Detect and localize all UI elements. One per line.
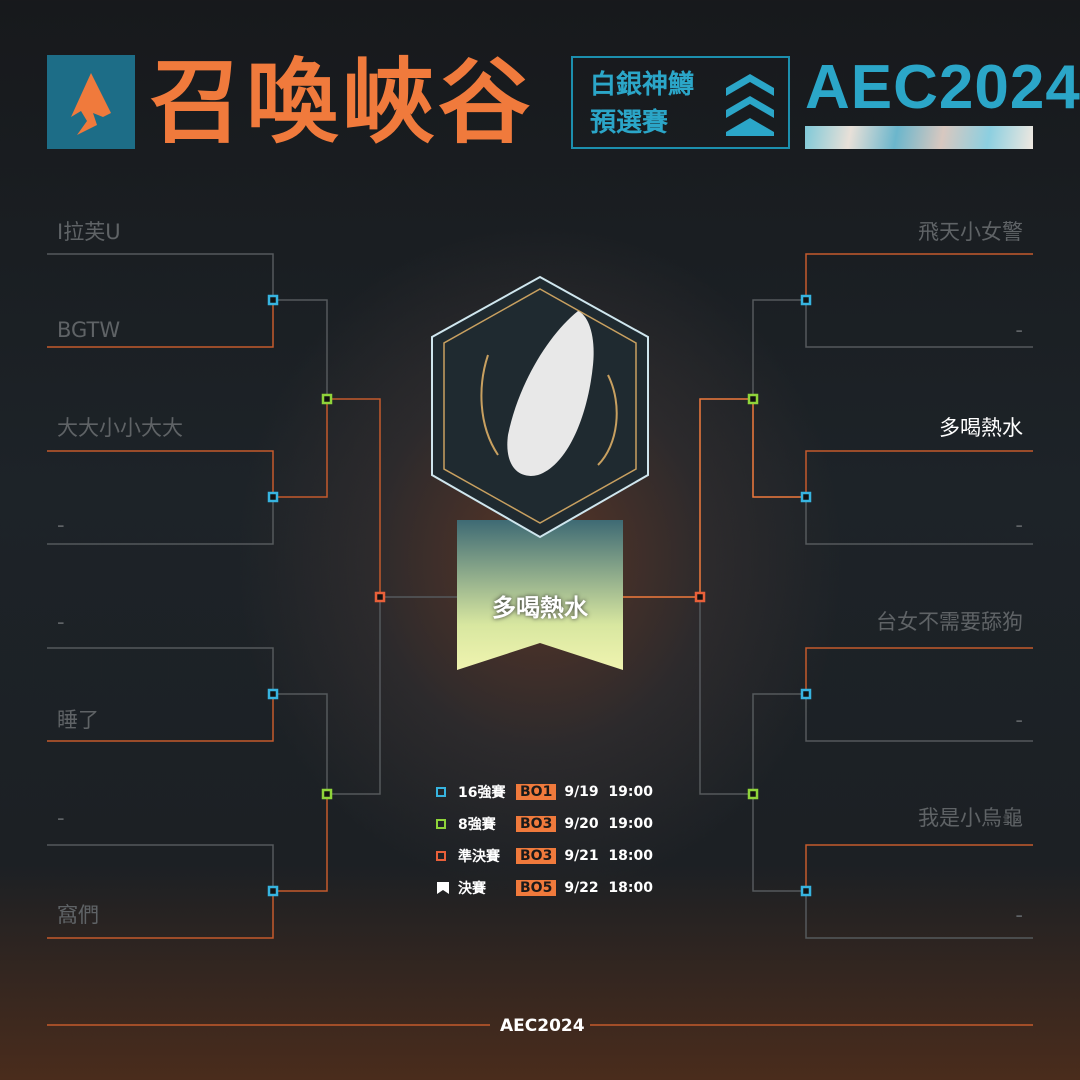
game-logo bbox=[47, 55, 135, 149]
node-r16 bbox=[800, 294, 812, 306]
format-badge: BO3 bbox=[516, 848, 557, 864]
team-name: 睡了 bbox=[57, 708, 99, 732]
format-badge: BO5 bbox=[516, 880, 557, 896]
sf-node-icon bbox=[436, 851, 446, 861]
date: 9/22 bbox=[564, 880, 599, 896]
time: 19:00 bbox=[608, 816, 653, 832]
marble-banner bbox=[805, 126, 1033, 149]
ribbon-icon bbox=[437, 882, 449, 894]
legend-row: 8強賽 BO3 9/20 19:00 bbox=[436, 808, 653, 840]
date: 9/19 bbox=[564, 784, 599, 800]
team-name: 大大小小大大 bbox=[57, 416, 183, 440]
team-name: 窩們 bbox=[57, 903, 99, 927]
node-r16 bbox=[267, 294, 279, 306]
subtitle-box bbox=[571, 56, 790, 149]
team-name: - bbox=[1015, 708, 1023, 732]
node-r16 bbox=[800, 885, 812, 897]
team-name: - bbox=[57, 806, 65, 830]
page-title: 召喚峽谷 bbox=[150, 49, 535, 156]
team-name: - bbox=[1015, 318, 1023, 342]
node-qf bbox=[747, 393, 759, 405]
time: 18:00 bbox=[608, 848, 653, 864]
stage: 決賽 bbox=[458, 881, 486, 897]
trophy-fish-emblem bbox=[431, 275, 649, 539]
node-sf bbox=[694, 591, 706, 603]
node-qf bbox=[321, 788, 333, 800]
node-r16 bbox=[800, 491, 812, 503]
format-badge: BO1 bbox=[516, 784, 557, 800]
legend-row: 準決賽 BO3 9/21 18:00 bbox=[436, 840, 653, 872]
node-r16 bbox=[800, 688, 812, 700]
subtitle-line1: 白銀神鱒 bbox=[590, 70, 695, 100]
schedule-legend: 16強賽 BO1 9/19 19:00 8強賽 BO3 9/20 19:00 準決賽 BO… bbox=[436, 776, 653, 904]
node-r16 bbox=[267, 885, 279, 897]
footer-label: AEC2024 bbox=[500, 1016, 585, 1036]
format-badge: BO3 bbox=[516, 816, 557, 832]
chevrons-icon bbox=[726, 74, 774, 136]
stage: 準決賽 bbox=[458, 849, 500, 865]
team-name: 飛天小女警 bbox=[918, 220, 1023, 244]
legend-row: 決賽 BO5 9/22 18:00 bbox=[436, 872, 653, 904]
champion-name: 多喝熱水 bbox=[492, 594, 588, 622]
legend-row: 16強賽 BO1 9/19 19:00 bbox=[436, 776, 653, 808]
time: 18:00 bbox=[608, 880, 653, 896]
r16-node-icon bbox=[436, 787, 446, 797]
node-r16 bbox=[267, 491, 279, 503]
team-name: 我是小烏龜 bbox=[918, 806, 1023, 830]
team-name: BGTW bbox=[57, 318, 121, 342]
node-qf bbox=[321, 393, 333, 405]
stage: 16強賽 bbox=[458, 785, 506, 801]
team-name: - bbox=[57, 513, 65, 537]
team-name: 台女不需要舔狗 bbox=[876, 610, 1023, 634]
team-name: - bbox=[57, 610, 65, 634]
team-name: I拉芙U bbox=[57, 220, 121, 244]
team-name: - bbox=[1015, 513, 1023, 537]
node-r16 bbox=[267, 688, 279, 700]
node-qf bbox=[747, 788, 759, 800]
stage: 8強賽 bbox=[458, 817, 496, 833]
team-name: - bbox=[1015, 903, 1023, 927]
subtitle: 白銀神鱒預選賽 bbox=[590, 66, 694, 142]
node-sf bbox=[374, 591, 386, 603]
event-name: AEC2024 bbox=[805, 53, 1080, 122]
team-name: 多喝熱水 bbox=[939, 416, 1023, 440]
qf-node-icon bbox=[436, 819, 446, 829]
subtitle-line2: 預選賽 bbox=[590, 108, 669, 138]
date: 9/20 bbox=[564, 816, 599, 832]
date: 9/21 bbox=[564, 848, 599, 864]
time: 19:00 bbox=[608, 784, 653, 800]
